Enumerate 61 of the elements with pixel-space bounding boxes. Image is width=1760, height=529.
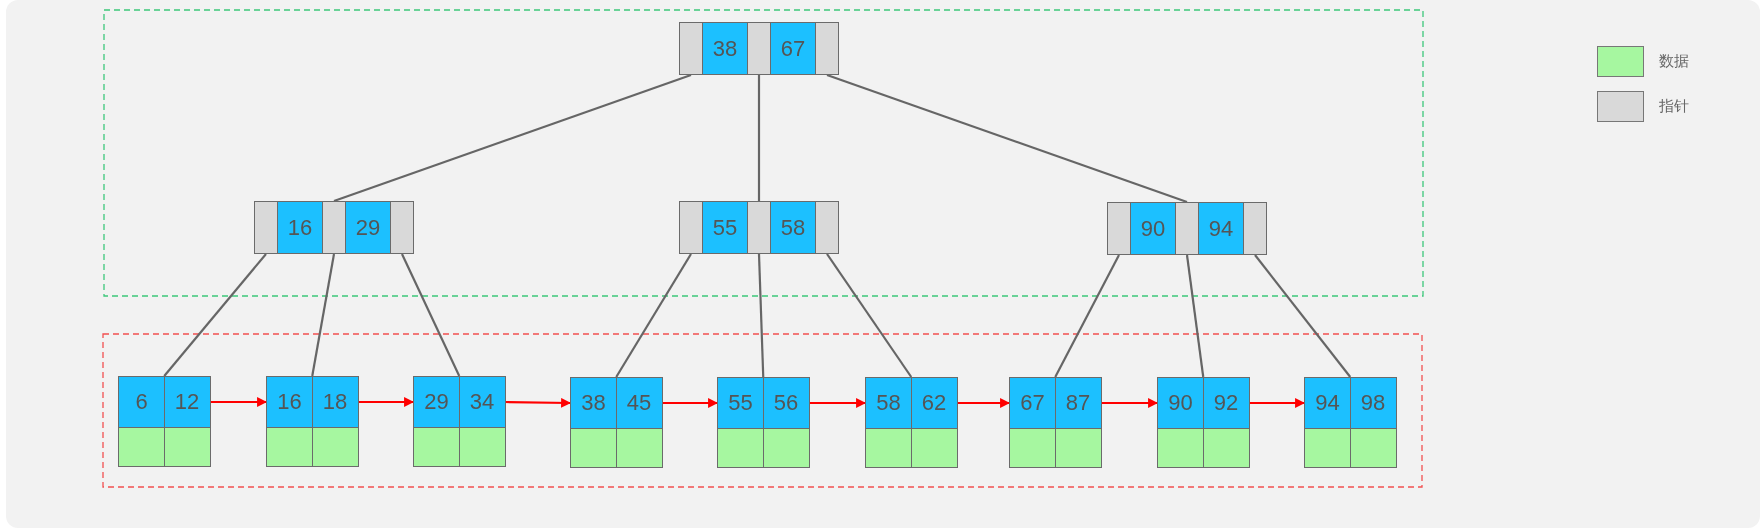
key-value: 38 (570, 377, 617, 429)
key-value: 34 (458, 376, 506, 428)
key-value: 94 (1197, 202, 1245, 255)
key-value: 55 (701, 201, 749, 254)
key-value: 16 (276, 201, 324, 254)
key-value: 62 (910, 377, 958, 429)
leaf-node (413, 376, 506, 467)
connector-line (333, 73, 692, 203)
key-value: 29 (413, 376, 460, 428)
leaf-node (717, 377, 810, 468)
key-value: 18 (311, 376, 359, 428)
arrow (957, 398, 1010, 408)
index-node (254, 201, 414, 254)
index-node (1107, 202, 1267, 255)
connector-line (1254, 254, 1352, 378)
legend-label: 数据 (1659, 52, 1689, 71)
leaf-node (570, 377, 663, 468)
key-value: 94 (1304, 377, 1351, 429)
leaf-node (1009, 377, 1102, 468)
index-node (679, 22, 839, 75)
key-value: 6 (118, 376, 165, 428)
key-value: 90 (1157, 377, 1204, 429)
key-value: 29 (344, 201, 392, 254)
connector-line (757, 253, 765, 378)
arrow (662, 398, 718, 408)
key-value: 87 (1054, 377, 1102, 429)
key-value: 90 (1129, 202, 1177, 255)
connector-line (1054, 254, 1120, 378)
leaf-node (1304, 377, 1397, 468)
legend-label: 指针 (1659, 97, 1689, 116)
key-value: 98 (1349, 377, 1397, 429)
index-node (679, 201, 839, 254)
arrow (358, 397, 414, 407)
key-value: 45 (615, 377, 663, 429)
arrow (1101, 398, 1158, 408)
connector-line (826, 253, 913, 378)
connector-line (615, 253, 692, 378)
key-value: 38 (701, 22, 749, 75)
leaf-node (118, 376, 211, 467)
key-value: 16 (266, 376, 313, 428)
key-value: 67 (1009, 377, 1056, 429)
key-value: 55 (717, 377, 764, 429)
arrow (809, 398, 866, 408)
arrow (505, 397, 571, 408)
key-value: 92 (1202, 377, 1250, 429)
connector-line (826, 73, 1188, 204)
key-value: 67 (769, 22, 817, 75)
connector-line (401, 253, 461, 377)
connector-line (163, 253, 267, 377)
arrow (210, 397, 267, 407)
connector-line (311, 253, 336, 377)
leaf-node (1157, 377, 1250, 468)
leaf-node (865, 377, 958, 468)
key-value: 58 (865, 377, 912, 429)
key-value: 58 (769, 201, 817, 254)
leaf-node (266, 376, 359, 467)
key-value: 12 (163, 376, 211, 428)
connector-line (1185, 254, 1205, 378)
key-value: 56 (762, 377, 810, 429)
arrow (1249, 398, 1305, 408)
connector-line (757, 75, 761, 201)
